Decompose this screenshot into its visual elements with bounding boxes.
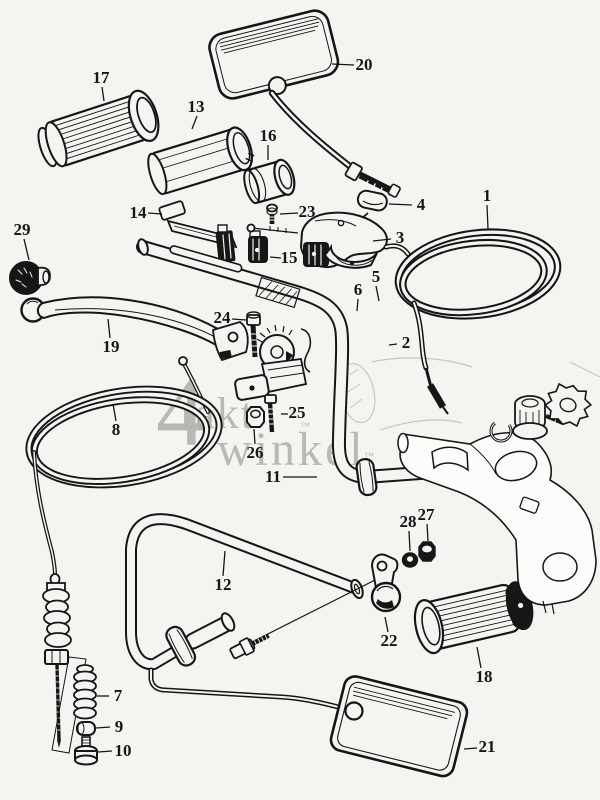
grip-tube	[147, 126, 255, 196]
rubber-damper	[248, 230, 268, 263]
part-number-27: 27	[417, 505, 435, 524]
throttle-housing	[299, 211, 388, 269]
leader-line-2	[388, 343, 398, 346]
leader-line-1	[486, 204, 489, 230]
leader-line-14	[147, 212, 163, 215]
left-grip	[37, 89, 160, 168]
part-number-21: 21	[478, 737, 496, 756]
washer-and-nut	[401, 541, 436, 568]
steering-stem-nut-set	[489, 382, 593, 443]
cable-guide-clamp	[370, 553, 402, 613]
leader-line-28	[408, 530, 411, 552]
cable-adjuster-line	[229, 575, 384, 660]
leader-line-26	[253, 428, 256, 445]
part-number-2: 2	[401, 333, 411, 352]
leader-line-20	[331, 63, 355, 66]
leader-line-3	[372, 238, 392, 242]
part-number-5: 5	[371, 267, 381, 286]
part-number-14: 14	[129, 203, 147, 222]
part-number-18: 18	[475, 667, 493, 686]
part-number-15: 15	[280, 248, 298, 267]
leader-line-17	[101, 86, 105, 102]
part-number-7: 7	[113, 686, 123, 705]
leader-line-9	[95, 726, 111, 729]
spring	[73, 664, 97, 720]
part-number-12: 12	[214, 575, 232, 594]
leader-line-23	[279, 212, 299, 215]
part-number-3: 3	[395, 228, 405, 247]
leader-line-15	[269, 256, 282, 259]
part-number-10: 10	[114, 741, 132, 760]
right-grip	[413, 581, 534, 655]
throttle-bushing	[243, 158, 296, 205]
part-number-28: 28	[399, 512, 417, 531]
part-number-1: 1	[482, 186, 492, 205]
part-number-11: 11	[264, 467, 282, 486]
fork-top-bridge	[397, 431, 597, 615]
part-number-17: 17	[92, 68, 110, 87]
part-number-20: 20	[355, 55, 373, 74]
starter-wire	[246, 223, 299, 234]
leader-line-12	[222, 550, 226, 577]
leader-line-5	[375, 285, 380, 302]
lever-knob	[9, 261, 51, 295]
leader-line-27	[426, 523, 429, 542]
leader-line-22	[384, 616, 389, 633]
part-number-25: 25	[288, 403, 306, 422]
part-number-9: 9	[114, 717, 124, 736]
lever-perch-assembly	[234, 311, 312, 433]
mirror-bottom	[148, 667, 469, 778]
small-screw	[266, 203, 278, 224]
leader-line-19	[107, 318, 111, 339]
part-number-29: 29	[13, 220, 31, 239]
throttle-cable-coil	[383, 228, 562, 415]
leader-line-29	[23, 238, 30, 261]
leader-line-8	[112, 403, 117, 422]
leader-line-13	[191, 115, 198, 130]
clutch-cable	[25, 356, 223, 766]
part-number-6: 6	[353, 280, 363, 299]
part-number-4: 4	[416, 195, 426, 214]
part-number-19: 19	[102, 337, 120, 356]
mirror-top	[208, 9, 401, 198]
leader-line-21	[463, 747, 478, 750]
choke-lever	[158, 200, 238, 263]
clutch-lever	[20, 296, 249, 362]
part-number-8: 8	[111, 420, 121, 439]
part-number-13: 13	[187, 97, 205, 116]
part-number-23: 23	[298, 202, 316, 221]
part-number-26: 26	[246, 443, 264, 462]
handlebar-upper	[136, 238, 441, 497]
part-number-22: 22	[380, 631, 398, 650]
leader-line-24	[231, 318, 247, 321]
leader-line-10	[97, 750, 113, 753]
leader-line-4	[388, 203, 413, 206]
leader-line-18	[476, 646, 482, 669]
part-number-16: 16	[259, 126, 277, 145]
leader-line-6	[356, 298, 359, 312]
part-number-24: 24	[213, 308, 231, 327]
